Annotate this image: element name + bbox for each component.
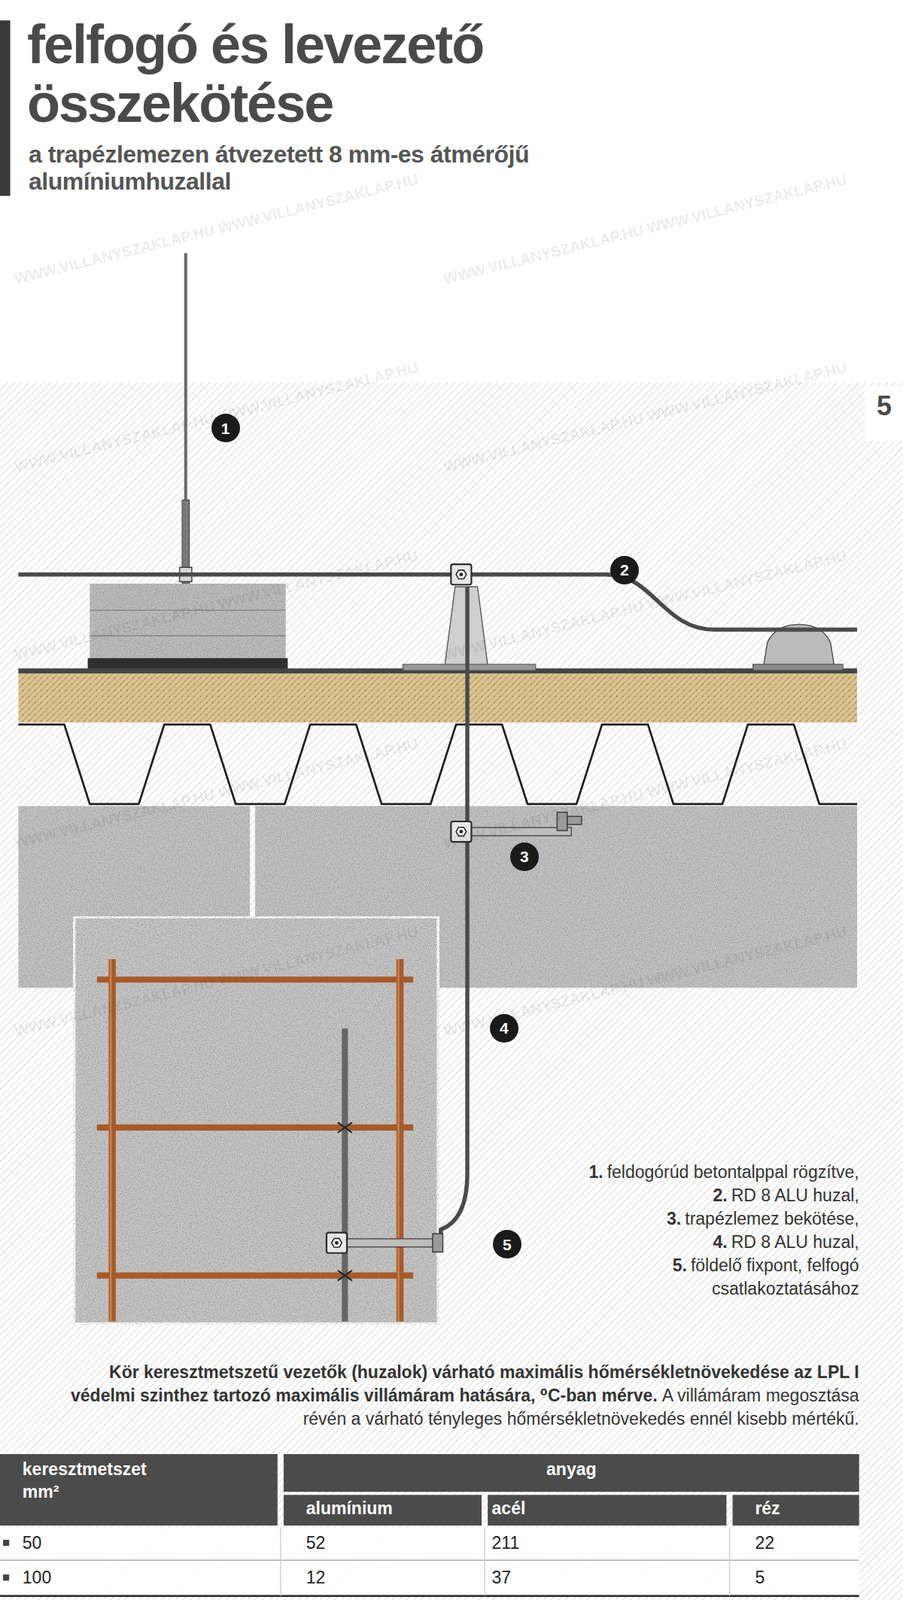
table-grid: [0, 1454, 278, 1527]
page-tab: 5: [865, 390, 903, 423]
table-grid: [0, 1528, 860, 1598]
table-grid: [279, 1528, 281, 1597]
watermark: WWW.VILLANYSZAKLAP.HU WWW.VILLANYSZAKLAP…: [441, 170, 849, 289]
table-grid: [283, 1495, 482, 1527]
earthing-rod: [337, 1122, 353, 1281]
table-header: keresztmetszet: [22, 1459, 147, 1480]
hatched-ground: [0, 383, 903, 1600]
clamp: [326, 1233, 347, 1254]
callout-number: 5: [492, 1230, 522, 1259]
down-conductor: [440, 586, 468, 1248]
roof-insulation: [18, 673, 858, 723]
callout-number: 1: [211, 413, 241, 443]
callout-label: 3: [519, 848, 530, 865]
key-number: 4.: [712, 1232, 727, 1253]
side-tab: [865, 386, 903, 441]
callout-label: 1: [221, 420, 231, 437]
key-number: 1.: [588, 1162, 603, 1183]
callout-label: 5: [502, 1237, 512, 1253]
conductor-support: [753, 664, 843, 671]
key-text: RD 8 ALU huzal,: [731, 1185, 860, 1206]
table-header: acél: [492, 1498, 526, 1519]
table-header: alumínium: [306, 1498, 393, 1519]
callout-number: 3: [510, 842, 539, 872]
table-cell: 52: [306, 1533, 326, 1554]
table-header: anyag: [283, 1459, 860, 1480]
key-item: 5.földelő fixpont, felfogó csatlakoztatá…: [556, 1254, 860, 1302]
table-cell: 5: [754, 1568, 765, 1588]
table-grid: [0, 1595, 860, 1598]
air-termination-rod: [184, 252, 188, 502]
table-cell: 37: [492, 1568, 512, 1588]
table-header: réz: [754, 1498, 780, 1519]
clamp: [450, 564, 472, 585]
rebar: [97, 959, 414, 1323]
title-bar: [0, 20, 11, 196]
table-grid: [3, 1540, 10, 1547]
key-number: 3.: [666, 1209, 682, 1229]
title-bar: [0, 20, 11, 196]
table-cell: 22: [754, 1533, 775, 1554]
subtitle: a trapézlemezen átvezetett 8 mm-es átmér…: [28, 140, 539, 195]
side-tab: [865, 386, 903, 441]
key-item: 2.RD 8 ALU huzal,: [556, 1184, 860, 1208]
key-text: földelő fixpont, felfogó csatlakoztatásá…: [690, 1255, 860, 1299]
key-number: 2.: [712, 1185, 727, 1206]
title: felfogó és levezető összekötése: [27, 15, 645, 133]
callout-number: 4: [489, 1014, 519, 1043]
table-grid: [483, 1528, 485, 1597]
rebar: [97, 1124, 414, 1132]
key-item: 4.RD 8 ALU huzal,: [556, 1231, 860, 1255]
earth-fixpoint: [346, 1239, 441, 1248]
callout-label: 4: [499, 1020, 509, 1037]
table-cell: 211: [492, 1533, 520, 1554]
hatched-ground: [0, 383, 903, 1600]
key-number: 5.: [672, 1255, 688, 1276]
note: Kör keresztmetszetű vezetők (huzalok) vá…: [51, 1361, 860, 1432]
rebar: [396, 959, 404, 1323]
key-text: trapézlemez bekötése,: [684, 1209, 859, 1229]
table-grid: [0, 1454, 860, 1598]
roof-insulation: [18, 668, 858, 724]
rebar: [397, 959, 399, 1323]
table-grid: [283, 1454, 860, 1493]
table-grid: [732, 1495, 860, 1527]
earth-fixpoint: [346, 1234, 443, 1253]
table-grid: [729, 1528, 730, 1597]
key-item: 1.feldogórúd betontalppal rögzítve,: [556, 1161, 860, 1185]
table-grid: [0, 1559, 860, 1561]
earthing-rod: [337, 1028, 353, 1322]
key-item: 3.trapézlemez bekötése,: [556, 1207, 860, 1232]
table-header: mm²: [22, 1482, 60, 1502]
table-cell: 50: [22, 1533, 43, 1554]
key-text: feldogórúd betontalppal rögzítve,: [607, 1162, 860, 1183]
table-grid: [487, 1495, 727, 1527]
key-text: RD 8 ALU huzal,: [731, 1232, 860, 1253]
key-list: 1.feldogórúd betontalppal rögzítve,2.RD …: [556, 1161, 860, 1302]
table-grid: [3, 1574, 10, 1582]
callout-number: 2: [610, 556, 639, 585]
table-cell: 100: [22, 1568, 52, 1588]
earth-fixpoint: [432, 1234, 444, 1253]
table-cell: 12: [306, 1568, 326, 1588]
rebar: [97, 1273, 414, 1280]
callout-label: 2: [620, 562, 630, 578]
clamp: [326, 564, 472, 1254]
down-conductor: [440, 586, 468, 1248]
